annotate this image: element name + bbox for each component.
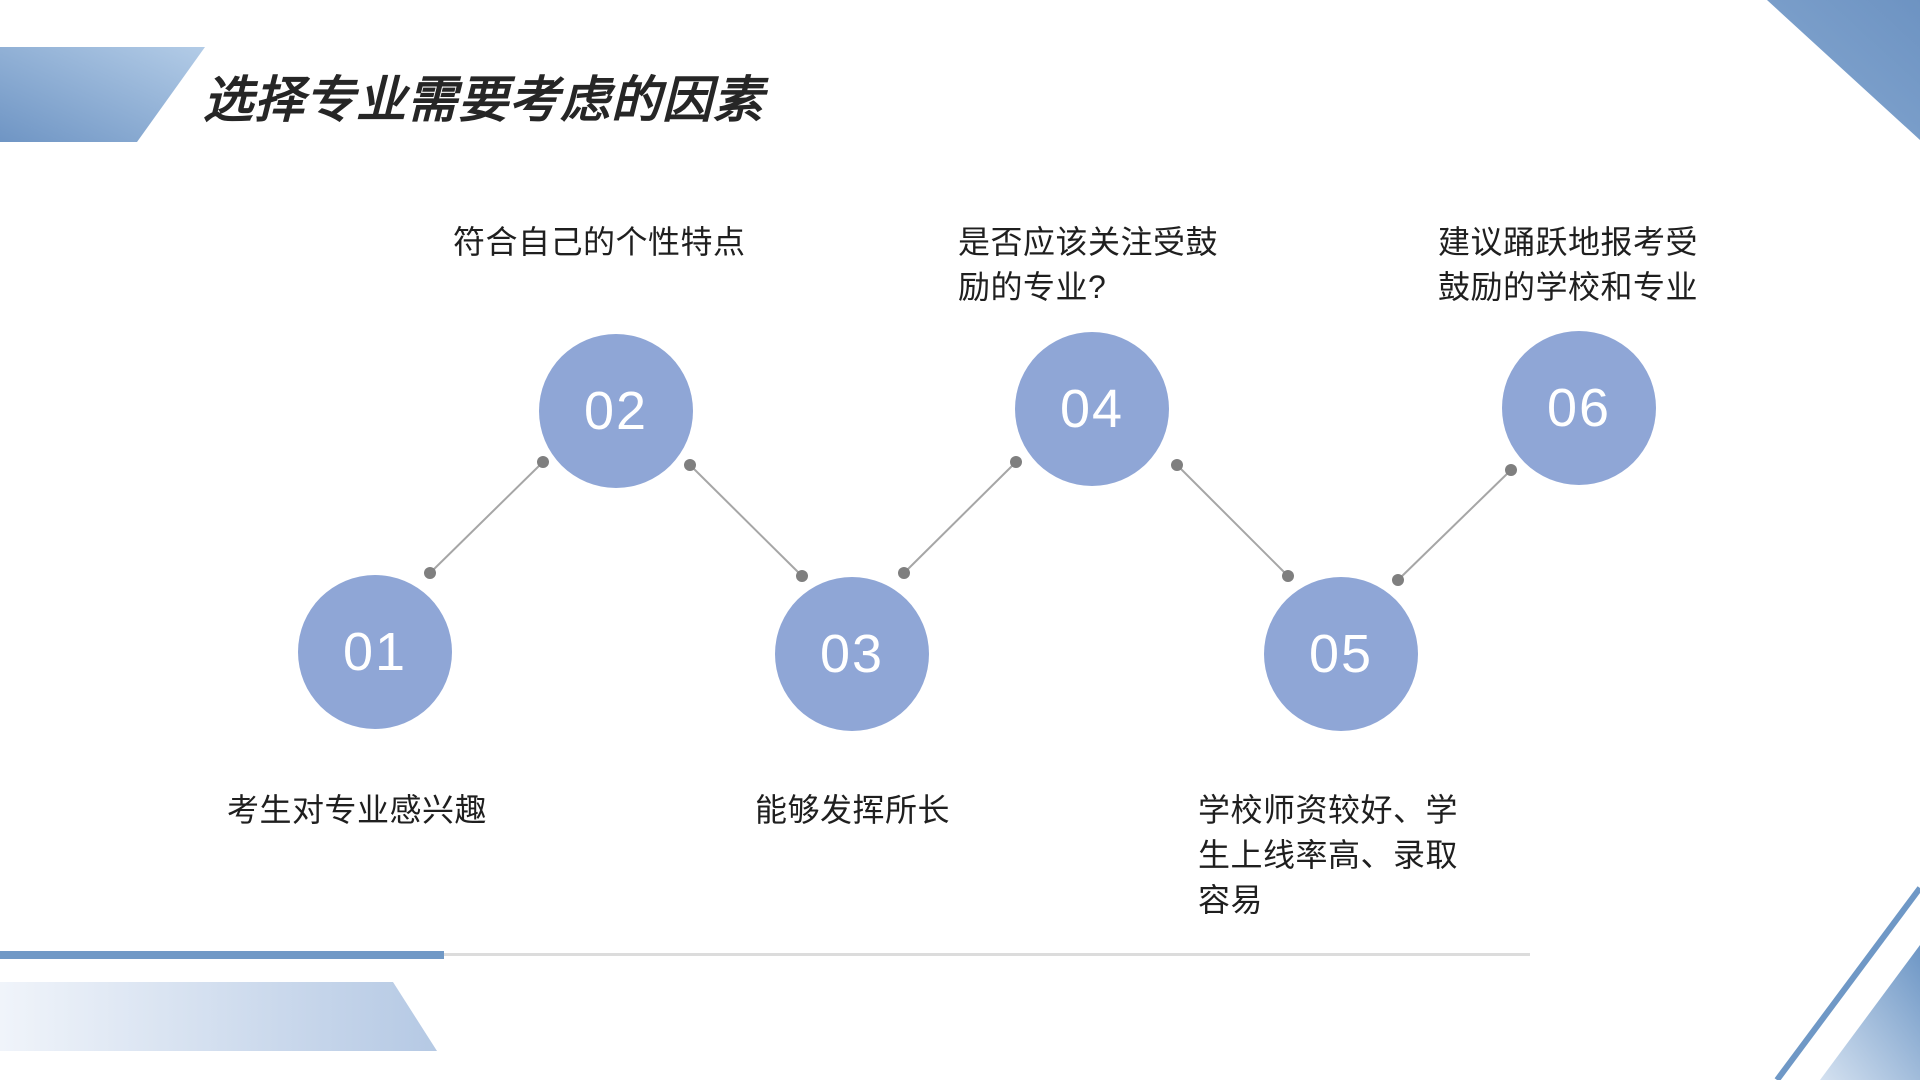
step-number: 06 (1546, 378, 1612, 438)
top-left-banner-shape (0, 47, 205, 142)
connector-dots (424, 456, 1517, 586)
connector-line-03-04 (903, 461, 1017, 574)
connector-dot (537, 456, 549, 468)
step-number: 01 (342, 622, 408, 682)
step-label-05: 学校师资较好、学 生上线率高、录取 容易 (1198, 792, 1459, 918)
connector-dot (1505, 464, 1517, 476)
connector-dot (1171, 459, 1183, 471)
connector-dot (796, 570, 808, 582)
step-circle-02: 02 (539, 334, 693, 488)
step-circle-05: 05 (1264, 577, 1418, 731)
connector-dot (898, 567, 910, 579)
bottom-left-banner-shape (0, 982, 437, 1051)
slide-title: 选择专业需要考虑的因素 (203, 72, 764, 128)
step-number: 03 (819, 624, 885, 684)
connector-line-02-03 (689, 464, 803, 577)
connector-line-04-05 (1176, 464, 1289, 577)
bottom-right-corner-shape (1820, 945, 1920, 1080)
top-right-corner-shape (1767, 0, 1920, 140)
step-label-02: 符合自己的个性特点 (453, 224, 746, 260)
step-number: 05 (1308, 624, 1374, 684)
bottom-divider-line (444, 953, 1530, 956)
step-label-01: 考生对专业感兴趣 (227, 792, 488, 828)
connector-line-05-06 (1397, 469, 1512, 581)
step-number: 04 (1059, 379, 1125, 439)
connector-line-01-02 (429, 461, 544, 574)
step-circle-04: 04 (1015, 332, 1169, 486)
connector-dot (684, 459, 696, 471)
step-circle-03: 03 (775, 577, 929, 731)
step-label-03: 能够发挥所长 (755, 792, 951, 828)
bottom-left-accent-bar (0, 951, 444, 959)
connector-dot (424, 567, 436, 579)
step-label-06: 建议踊跃地报考受 鼓励的学校和专业 (1438, 224, 1699, 305)
bottom-right-stripe (1774, 886, 1920, 1080)
connector-dot (1282, 570, 1294, 582)
step-number: 02 (583, 381, 649, 441)
step-circle-06: 06 (1502, 331, 1656, 485)
connector-lines (429, 461, 1512, 581)
connector-dot (1392, 574, 1404, 586)
connector-dot (1010, 456, 1022, 468)
step-label-04: 是否应该关注受鼓 励的专业? (958, 224, 1219, 305)
step-circle-01: 01 (298, 575, 452, 729)
